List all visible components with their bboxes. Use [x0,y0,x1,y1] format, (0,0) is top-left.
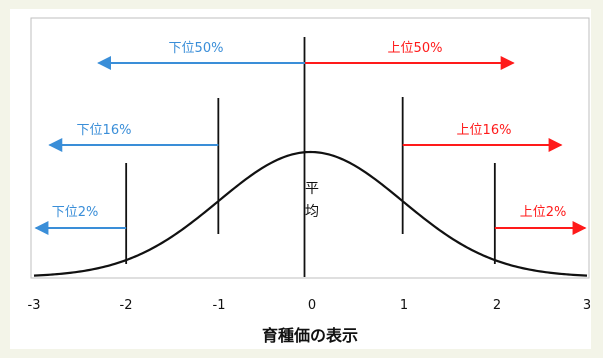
arrow-label-lower: 下位16% [77,123,132,138]
x-tick-label: -3 [28,298,41,313]
x-tick-label: 1 [400,298,408,313]
x-tick-label: 3 [583,298,591,313]
x-axis-tick-labels: -3 -2 -1 0 1 2 3 [28,298,592,313]
x-tick-label: -2 [120,298,133,313]
mean-label-line-2: 均 [305,204,319,220]
x-tick-label: 2 [493,298,501,313]
arrow-label-upper: 上位2% [520,205,567,220]
arrow-label-upper: 上位16% [457,123,512,138]
arrow-label-lower: 下位50% [169,41,224,56]
plot-area-border [30,17,590,279]
x-tick-label: -1 [213,298,226,313]
arrow-label-upper: 上位50% [388,41,443,56]
x-axis-title: 育種価の表示 [262,326,358,345]
mean-label-line-1: 平 [305,181,319,197]
arrow-label-lower: 下位2% [52,205,99,220]
chart-marks: 下位2% 下位16% 下位50% 上位50% 上位16% 上位2% [33,37,588,277]
x-tick-label: 0 [308,298,316,313]
